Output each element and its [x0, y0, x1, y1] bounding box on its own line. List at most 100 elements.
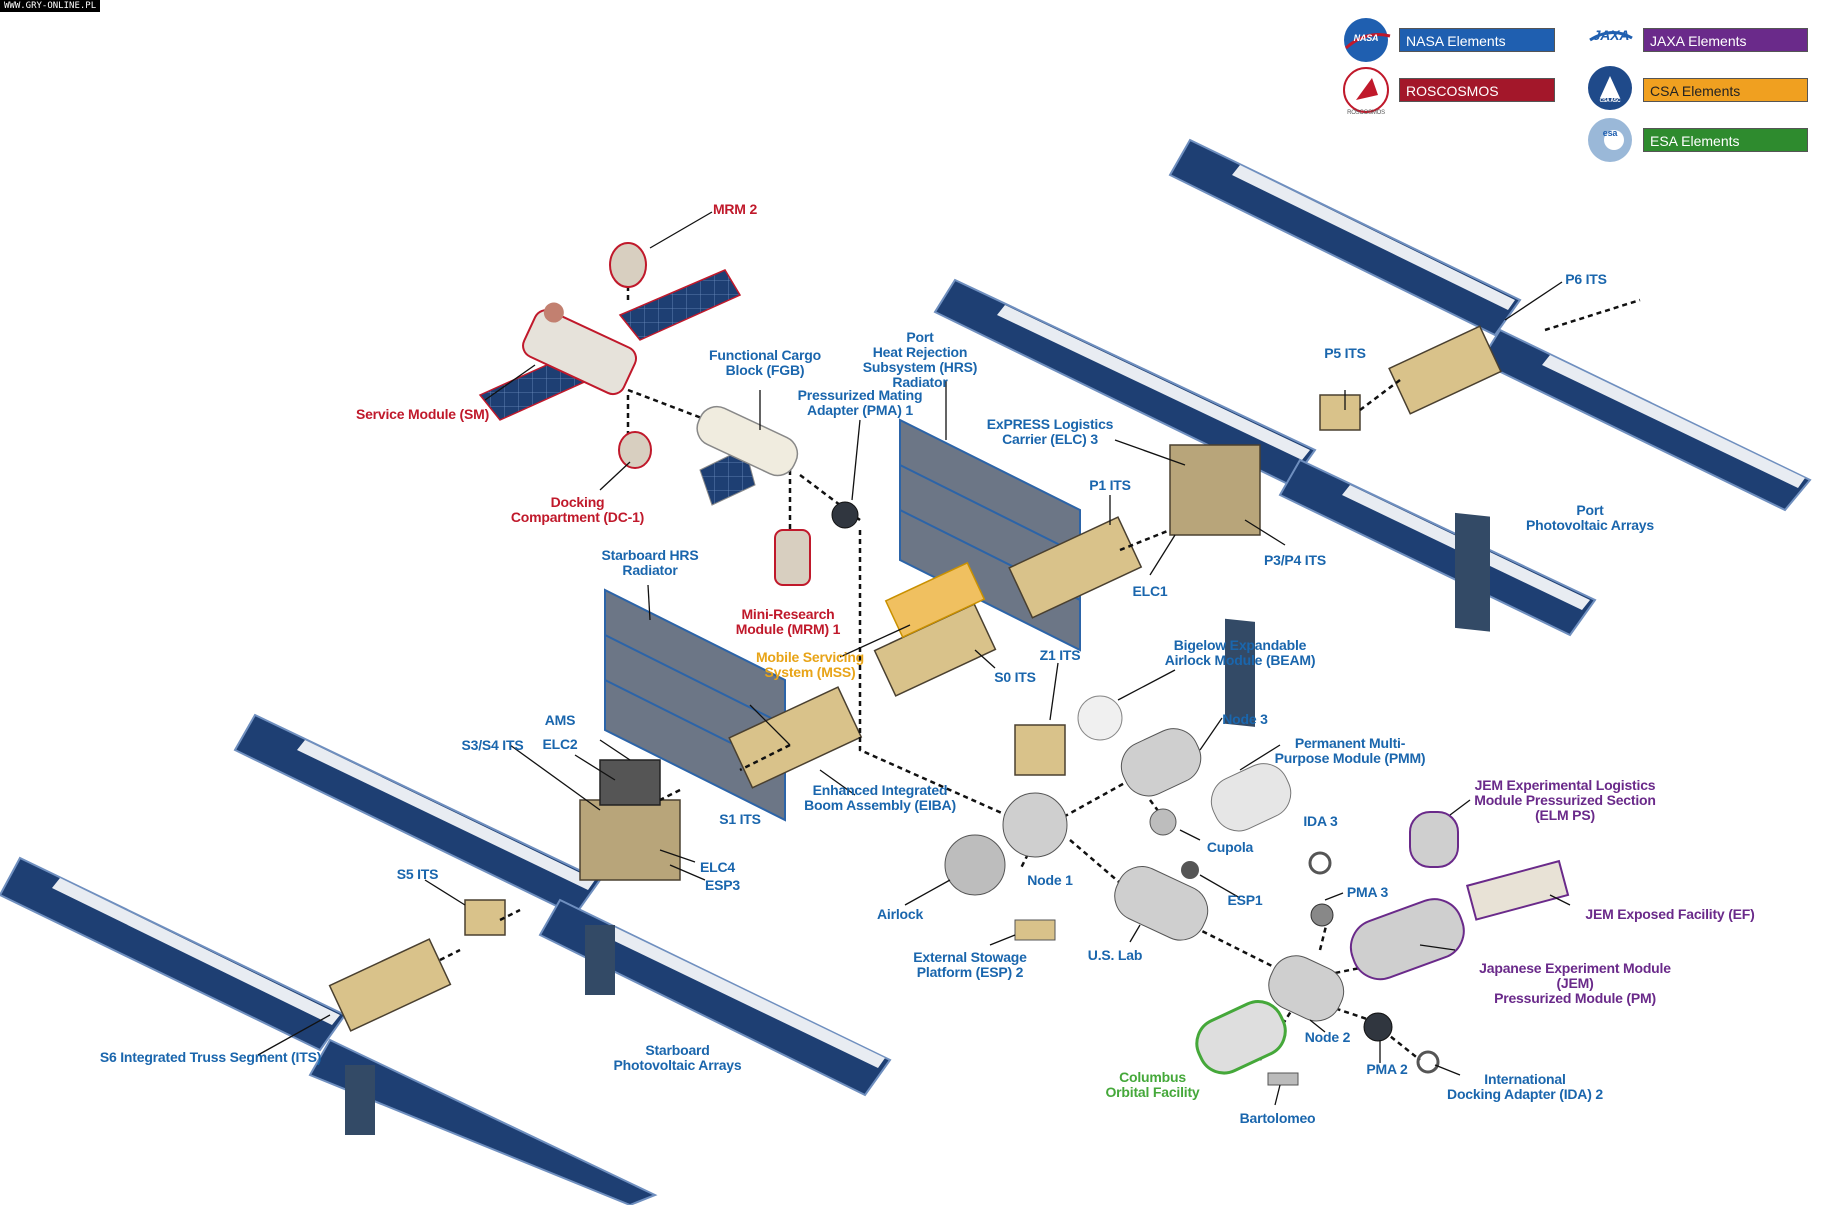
label-ams: AMS: [544, 712, 576, 728]
p6-truss: [1388, 325, 1502, 415]
label-fgb: Functional Cargo Block (FGB): [709, 347, 821, 378]
solar-wing: [1542, 355, 1805, 488]
pressurized-modules: [944, 695, 1570, 1086]
label-ida3: IDA 3: [1303, 813, 1338, 829]
p4-radiator: [1225, 618, 1255, 727]
csa-logo-icon: [1588, 66, 1632, 110]
jem-elm-ps: [1409, 811, 1459, 868]
label-port-hrs-radiator: Port Heat Rejection Subsystem (HRS) Radi…: [862, 329, 978, 390]
legend-csa-elements: CSA Elements: [1643, 78, 1808, 102]
label-s1-its: S1 ITS: [719, 811, 761, 827]
label-starboard-photovoltaic-arrays: Starboard Photovoltaic Arrays: [613, 1042, 742, 1073]
legend-roscosmos-elements: ROSCOSMOS Elements: [1399, 78, 1555, 123]
label-eiba: Enhanced Integrated Boom Assembly (EIBA): [804, 782, 956, 813]
solar-wing: [1168, 138, 1522, 337]
label-esp1: ESP1: [1227, 892, 1263, 908]
solar-wing: [1278, 458, 1597, 637]
label-elc2: ELC2: [542, 736, 578, 752]
label-elc1: ELC1: [1132, 583, 1168, 599]
pma3: [1310, 903, 1334, 927]
label-us-lab: U.S. Lab: [1087, 947, 1143, 963]
label-node3: Node 3: [1222, 711, 1268, 727]
roscosmos-modules: [522, 242, 859, 586]
label-jem-ef: JEM Exposed Facility (EF): [1585, 906, 1755, 922]
ida3: [1308, 851, 1332, 875]
label-pma3: PMA 3: [1346, 884, 1389, 900]
pma1: [831, 501, 859, 529]
label-pma1: Pressurized Mating Adapter (PMA) 1: [797, 387, 923, 418]
solar-wing: [602, 925, 885, 1068]
s4-radiator: [585, 925, 615, 995]
label-p6-its: P6 ITS: [1565, 271, 1607, 287]
cupola: [1149, 808, 1177, 836]
node2-module: [1268, 955, 1345, 1022]
s5-truss: [464, 899, 506, 936]
label-cupola: Cupola: [1206, 839, 1254, 855]
jaxa-logo-caption: JAXA: [1592, 27, 1630, 43]
fgb-module: [696, 405, 799, 477]
legend-nasa-elements: NASA Elements: [1399, 28, 1555, 52]
esp2: [1014, 919, 1056, 941]
solar-wing: [52, 878, 340, 1025]
label-port-photovoltaic-arrays: Port Photovoltaic Arrays: [1526, 502, 1654, 533]
jaxa-logo-icon: [1589, 31, 1633, 42]
label-s3s4-its: S3/S4 ITS: [461, 737, 524, 753]
service-module: [522, 302, 637, 396]
solar-wing: [0, 856, 347, 1052]
ams: [599, 759, 661, 806]
ida2: [1416, 1050, 1440, 1074]
label-mobile-servicing-system: Mobile Servicing System (MSS): [755, 649, 865, 680]
solar-wing: [538, 898, 892, 1097]
label-p1-its: P1 ITS: [1089, 477, 1131, 493]
label-docking-compartment: Docking Compartment (DC-1): [510, 494, 645, 525]
us-lab-module: [1114, 866, 1209, 941]
docking-compartment: [618, 431, 652, 469]
bigelow-beam: [1077, 695, 1123, 741]
label-z1-its: Z1 ITS: [1039, 647, 1081, 663]
label-beam: Bigelow Expandable Airlock Module (BEAM): [1164, 637, 1316, 668]
label-esp2: External Stowage Platform (ESP) 2: [913, 949, 1027, 980]
solar-wing: [997, 305, 1310, 460]
leader-lines: [257, 211, 1571, 1106]
label-esp3: ESP3: [705, 877, 740, 893]
jem-pm-module: [1349, 898, 1465, 981]
legend-jaxa-elements: JAXA Elements: [1643, 28, 1808, 52]
columbus-module: [1195, 1000, 1287, 1075]
airlock: [944, 834, 1006, 896]
p6-radiator: [1455, 512, 1490, 632]
label-ida2: International Docking Adapter (IDA) 2: [1447, 1071, 1603, 1102]
mobile-servicing-system: [884, 561, 986, 639]
label-node2: Node 2: [1304, 1029, 1351, 1045]
nasa-meatball-icon: [1344, 18, 1391, 62]
legend-esa-elements: ESA Elements: [1643, 128, 1808, 152]
s3s4-truss: [579, 799, 681, 881]
label-jem-pm: Japanese Experiment Module (JEM) Pressur…: [1479, 960, 1671, 1006]
mrm1-module: [774, 529, 811, 586]
csa-logo-caption: CSA ASC: [1599, 98, 1621, 104]
solar-wing: [1478, 328, 1812, 512]
label-node1: Node 1: [1027, 872, 1073, 888]
roscosmos-logo-caption: ROSCOSMOS: [1347, 110, 1385, 116]
label-columbus: Columbus Orbital Facility: [1105, 1069, 1200, 1100]
solar-wing: [297, 740, 595, 890]
legend-logos: [1343, 18, 1633, 162]
esa-logo-caption: esa: [1602, 128, 1618, 138]
solar-wing: [308, 1038, 658, 1205]
label-p3p4-its: P3/P4 ITS: [1263, 552, 1326, 568]
solar-wing: [1232, 165, 1515, 310]
starboard-photovoltaic-arrays: [0, 713, 892, 1205]
label-elc3: ExPRESS Logistics Carrier (ELC) 3: [986, 416, 1114, 447]
label-pmm: Permanent Multi- Purpose Module (PMM): [1274, 735, 1426, 766]
truss-segments: [328, 325, 1502, 1032]
label-service-module: Service Module (SM): [355, 406, 490, 422]
label-p5-its: P5 ITS: [1324, 345, 1366, 361]
watermark: WWW.GRY-ONLINE.PL: [0, 0, 101, 12]
label-jem-elm-ps: JEM Experimental Logistics Module Pressu…: [1474, 777, 1656, 823]
label-mrm2: MRM 2: [712, 201, 758, 217]
nasa-logo-caption: NASA: [1353, 33, 1379, 43]
esp1: [1181, 861, 1199, 879]
pma2: [1363, 1012, 1393, 1042]
label-s0-its: S0 ITS: [994, 669, 1036, 685]
s6-radiator: [345, 1065, 375, 1135]
